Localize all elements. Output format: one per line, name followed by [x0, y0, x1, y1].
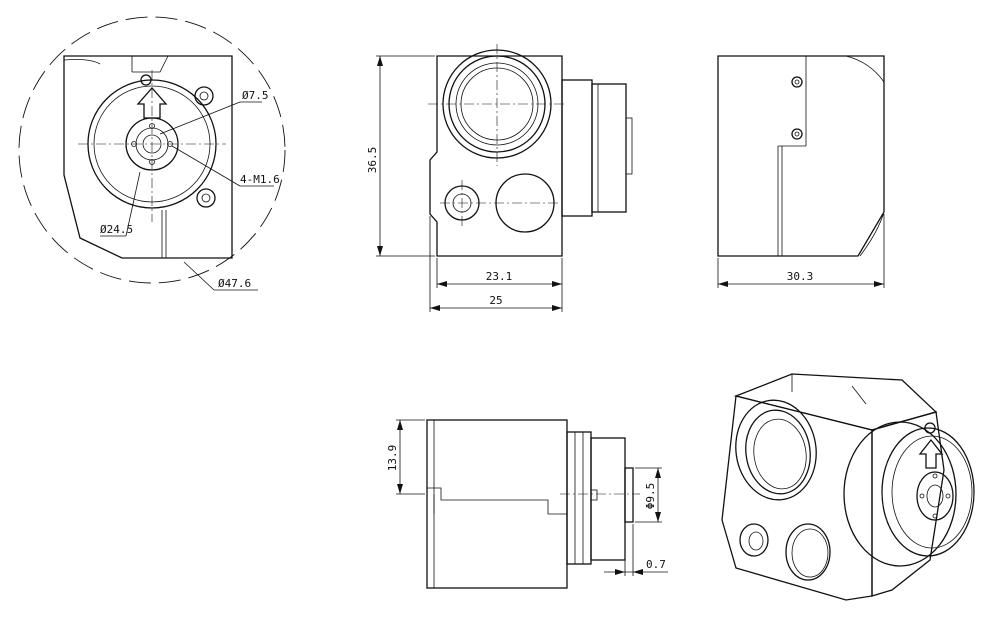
iso-lens-glass: [753, 418, 807, 490]
iso-edge-2: [851, 385, 867, 405]
lens-shaft: [624, 467, 634, 523]
dim-d-sweep: Ø47.6: [218, 277, 251, 290]
top-notch: [132, 55, 169, 73]
dim-screws: 4-M1.6: [240, 173, 280, 186]
arrow-p-a: [615, 569, 625, 575]
iso-lens-ring: [745, 409, 811, 495]
iso-mount-screw-3: [919, 493, 925, 499]
arrow-w-left: [430, 305, 440, 311]
iso-mount-face: [881, 427, 975, 557]
ear-small: [140, 74, 152, 86]
rear-mount-cap: [625, 117, 633, 175]
rounded-edge: [845, 55, 885, 83]
leader-d-small: [159, 101, 241, 135]
ear-top-hole: [199, 91, 209, 101]
body-rounded-shade: [63, 59, 101, 65]
body-outline: [717, 55, 885, 257]
top-view: 13.9 Φ9.5 0.7: [386, 419, 668, 589]
iso-mount-screw-2: [932, 513, 938, 519]
dim-inner-width: 23.1: [486, 270, 513, 283]
arrow-p-b: [633, 569, 643, 575]
front-lens-view: Ø7.5 4-M1.6 Ø24.5 Ø47.6: [18, 16, 286, 291]
lens-core: [142, 134, 162, 154]
rear-mount-block: [561, 79, 593, 217]
arrow-d-left: [718, 281, 728, 287]
split-line: [427, 487, 567, 515]
iso-side-face: [871, 411, 945, 597]
arrow-bottom: [377, 246, 383, 256]
ear-bottom: [196, 188, 216, 208]
dim-offset: 13.9: [386, 445, 399, 472]
dim-d-mount: Ø24.5: [100, 223, 133, 236]
arrow-o-top: [397, 420, 403, 430]
front-view: 36.5 23.1 25: [366, 44, 633, 312]
iso-mount-screw-1: [932, 473, 938, 479]
leader-screws: [171, 145, 241, 187]
mount-block: [566, 431, 592, 565]
screw-top: [791, 76, 803, 88]
arrow-s-bottom: [655, 512, 661, 522]
isometric-view: [721, 373, 975, 601]
iso-ear: [924, 422, 936, 434]
iso-mount-lens-inner: [926, 484, 944, 508]
dim-d-small: Ø7.5: [242, 89, 269, 102]
iso-arrow-up-icon: [918, 438, 944, 469]
mount-ring: [590, 437, 626, 561]
body-outline: [426, 419, 568, 589]
dim-depth: 30.3: [787, 270, 814, 283]
arrow-d-right: [874, 281, 884, 287]
body-outline: [63, 55, 233, 259]
screw-top-inner: [794, 79, 800, 85]
side-view: 30.3: [717, 55, 885, 288]
dim-protrusion: 0.7: [646, 558, 666, 571]
rounded-edge-b: [859, 211, 885, 257]
leader-d-mount: [125, 171, 141, 237]
screw-bottom-inner: [794, 131, 800, 137]
small-stub: [590, 489, 598, 501]
leader-d-sweep: [183, 261, 215, 291]
arrow-iw-right: [552, 281, 562, 287]
sweep-circle: [18, 16, 286, 284]
iso-sensor-window: [785, 523, 831, 581]
arrow-up-icon: [136, 87, 168, 119]
arrow-top: [377, 56, 383, 66]
arrow-w-right: [552, 305, 562, 311]
dim-width: 25: [489, 294, 502, 307]
iso-mount-outer: [843, 421, 957, 567]
iso-mount-screw-4: [945, 493, 951, 499]
iso-small-port: [739, 523, 769, 557]
arrow-o-bottom: [397, 484, 403, 494]
iso-mount-rim: [891, 435, 973, 549]
dim-height: 36.5: [366, 147, 379, 174]
rear-mount-ring: [591, 83, 627, 213]
dim-shaft: Φ9.5: [644, 483, 657, 510]
iso-small-port-inner: [748, 531, 764, 551]
iso-sensor-window-inner: [791, 528, 829, 578]
screw-bottom: [791, 128, 803, 140]
iso-mount-lens: [916, 471, 954, 521]
ear-bottom-hole: [201, 193, 211, 203]
arrow-s-top: [655, 468, 661, 478]
ear-top: [194, 86, 214, 106]
arrow-iw-left: [437, 281, 447, 287]
iso-lens-outer: [735, 399, 817, 501]
